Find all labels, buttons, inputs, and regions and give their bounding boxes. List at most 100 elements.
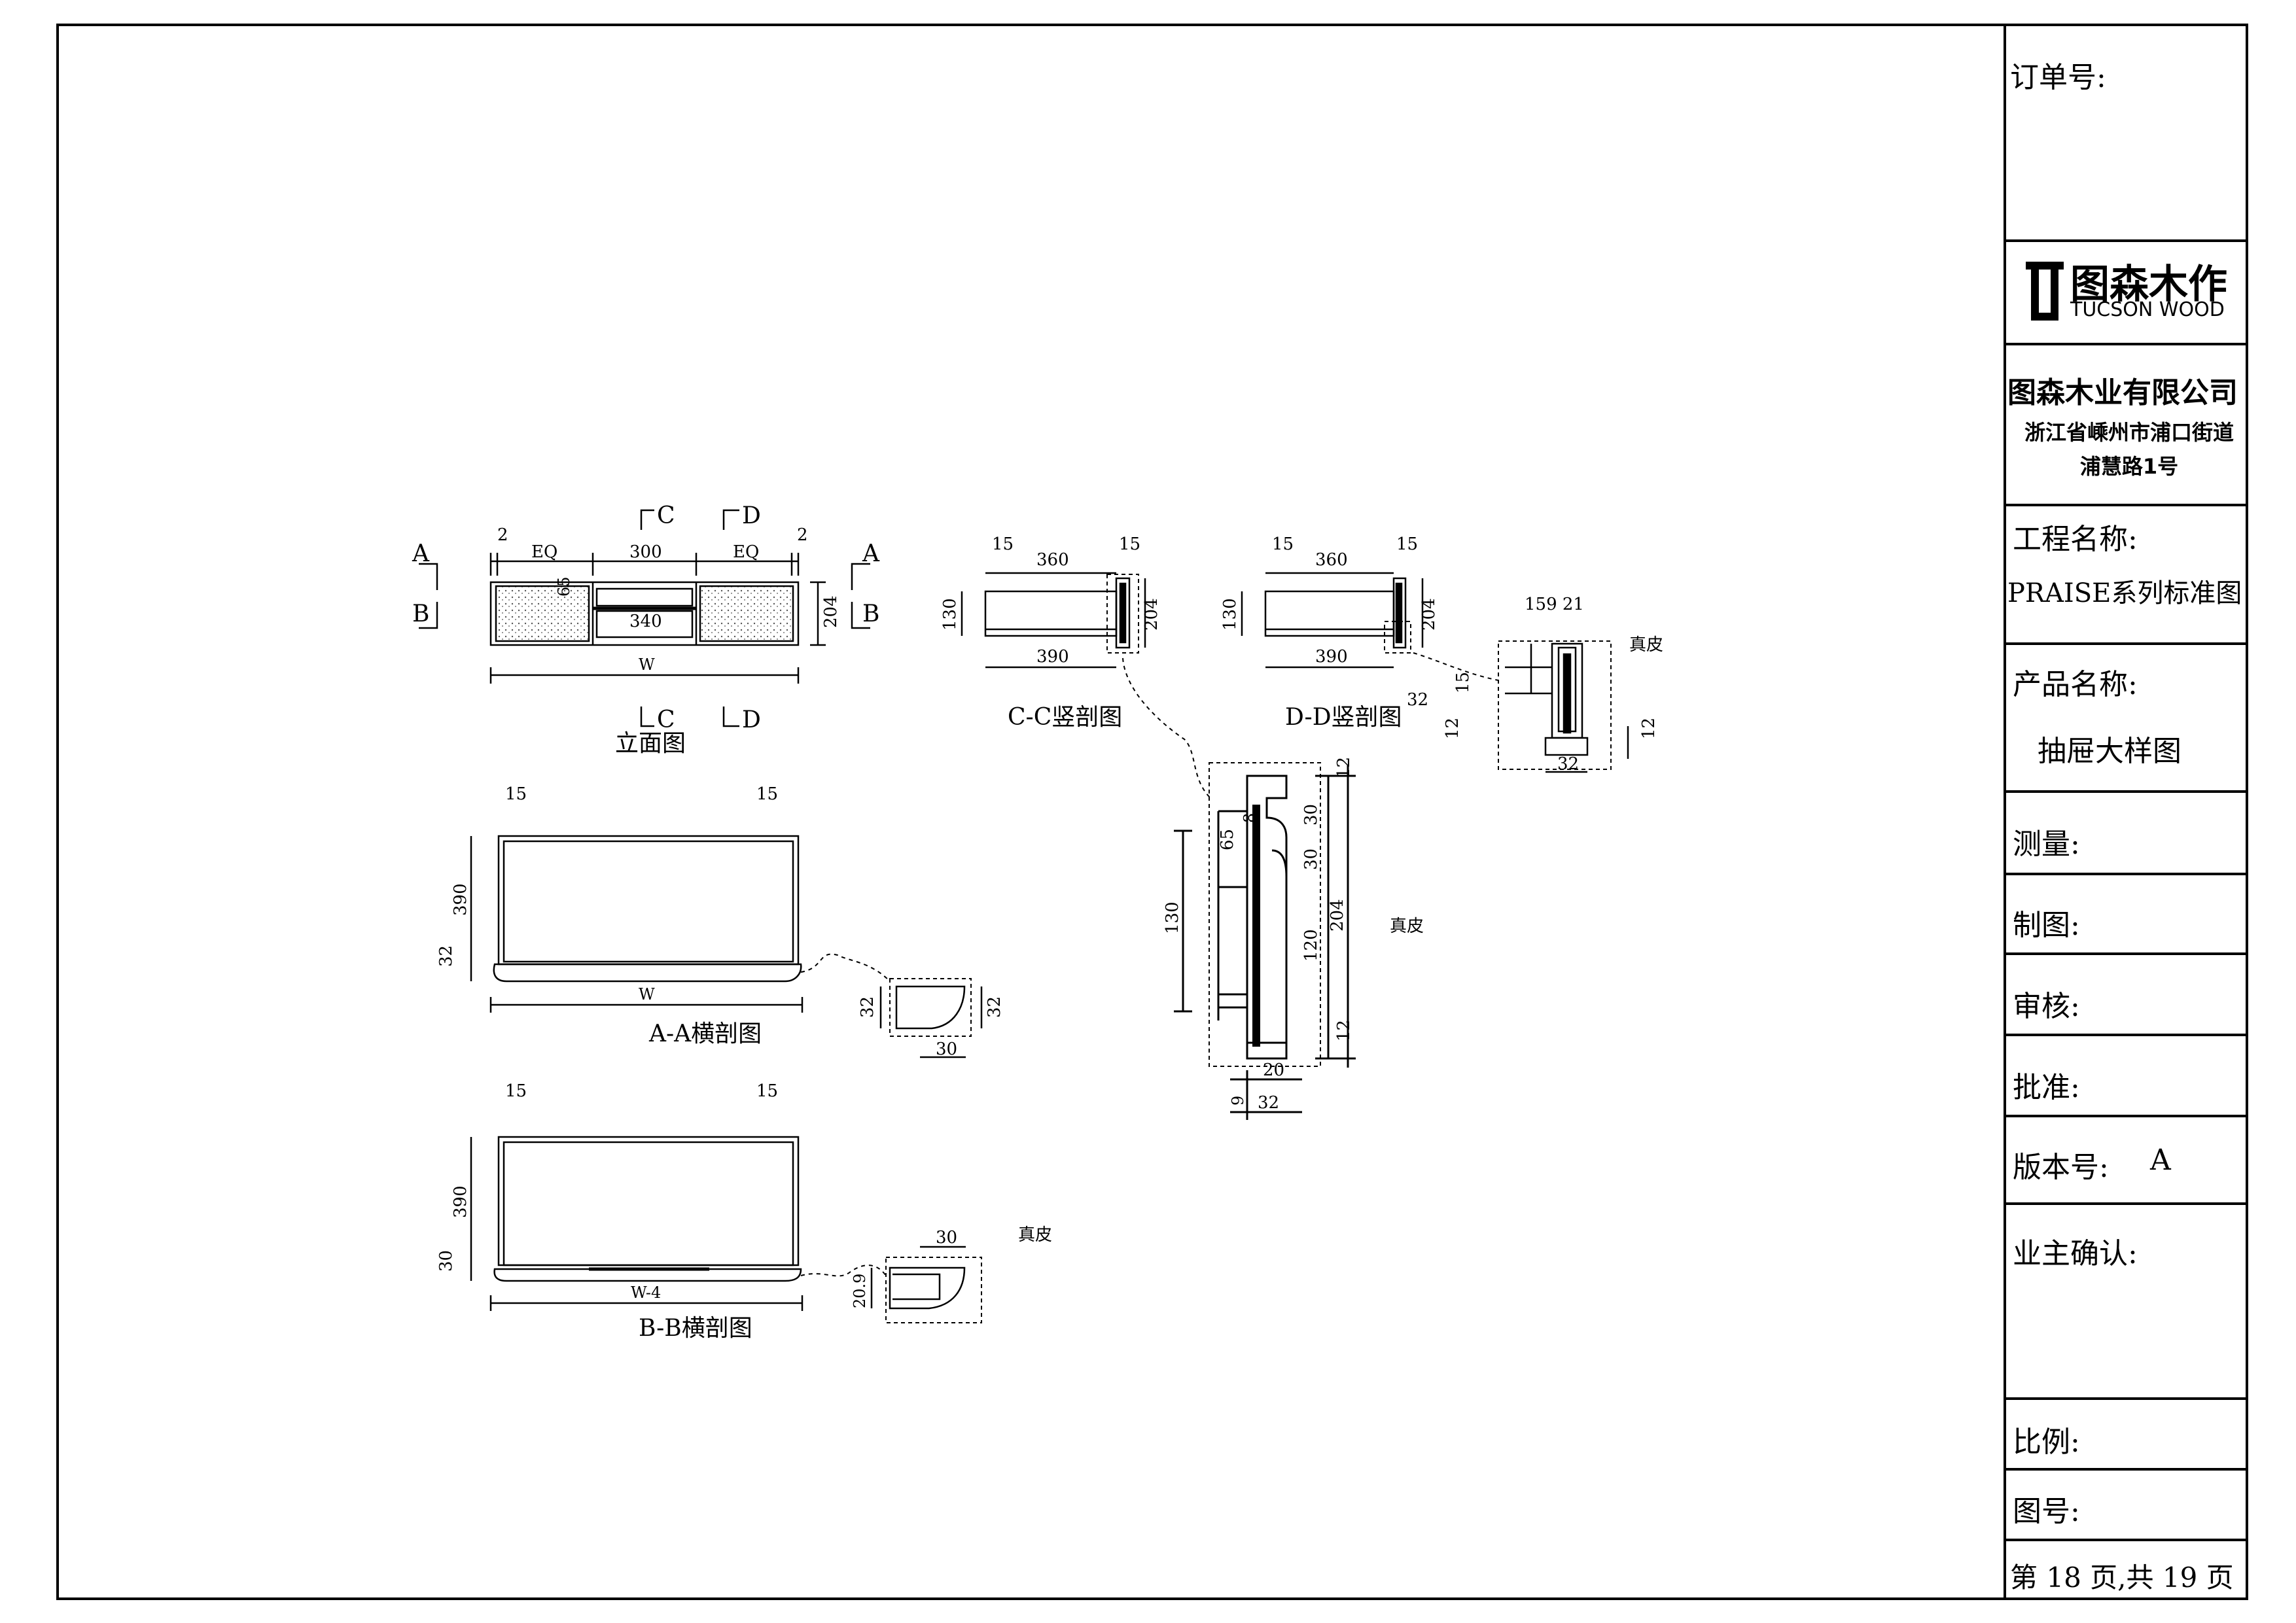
aa-dim-15-right: 15 [756, 784, 778, 804]
elevation-view [419, 509, 870, 727]
version-value: A [2150, 1143, 2171, 1177]
elev-d-bottom: D [742, 707, 761, 733]
elev-dim-2-left: 2 [497, 525, 508, 545]
cc-dim-390: 390 [1036, 647, 1069, 667]
cdd-dim-12-top: 12 [1334, 757, 1354, 778]
cc-dim-15-right: 15 [1119, 534, 1140, 554]
dd-dim-130: 130 [1220, 598, 1240, 631]
bb-detail-dim-30: 30 [936, 1228, 957, 1248]
dd-dim-204: 204 [1419, 598, 1439, 631]
aa-caption: A-A横剖图 [648, 1021, 762, 1047]
elev-d-top: D [742, 502, 761, 529]
section-aa-view [470, 835, 983, 1058]
cc-dim-130: 130 [940, 598, 960, 631]
cdd-dim-204: 204 [1328, 899, 1347, 932]
section-dd-view [1241, 572, 1499, 681]
scale-label: 比例: [2013, 1425, 2080, 1459]
detail-dd-view [1498, 640, 1629, 773]
cc-dim-360: 360 [1036, 550, 1069, 570]
company-address-2: 浦慧路1号 [2079, 454, 2179, 479]
cdd-leather: 真皮 [1390, 916, 1424, 936]
elev-dim-eq-right: EQ [733, 542, 759, 562]
detail-cc-view [1174, 762, 1356, 1120]
bb-dim-30: 30 [436, 1250, 456, 1272]
product-value: 抽屉大样图 [2038, 735, 2181, 768]
company-name: 图森木业有限公司 [2007, 376, 2238, 410]
project-label: 工程名称: [2013, 523, 2138, 556]
bb-detail-dim-209: 20.9 [851, 1274, 869, 1308]
dd-dim-390: 390 [1315, 647, 1348, 667]
dd-dim-360: 360 [1315, 550, 1348, 570]
version-label: 版本号: [2013, 1151, 2109, 1184]
aa-detail-dim-32-right: 32 [985, 996, 1004, 1018]
title-block: 订单号: 图森木作 TUCSON WOOD 图森木业有限公司 浙江省嵊州市浦口街… [2005, 25, 2247, 1599]
elev-dim-300: 300 [629, 542, 662, 562]
aa-dim-390: 390 [451, 883, 470, 916]
cdd-dim-65: 65 [1218, 829, 1237, 850]
section-cc-view [961, 572, 1211, 799]
ddd-dim-12: 12 [1639, 718, 1659, 739]
elev-a-right: A [862, 540, 880, 567]
cdd-dim-8: 8 [1241, 813, 1259, 823]
cdd-dim-130: 130 [1163, 901, 1182, 934]
ddd-dim-top: 159 21 [1525, 595, 1584, 614]
bb-dim-15-right: 15 [756, 1081, 778, 1101]
drawn-label: 制图: [2013, 909, 2080, 942]
product-label: 产品名称: [2013, 668, 2138, 701]
elev-dim-w: W [639, 655, 655, 674]
section-bb-view [470, 1136, 982, 1323]
cdd-dim-30-a: 30 [1301, 804, 1321, 826]
cdd-dim-30-b: 30 [1301, 848, 1321, 870]
aa-dim-w: W [639, 985, 655, 1003]
elev-dim-204: 204 [821, 595, 841, 628]
bb-dim-390: 390 [451, 1185, 470, 1218]
ddd-dim-32: 32 [1557, 754, 1579, 774]
aa-dim-15-left: 15 [505, 784, 527, 804]
ddd-dim-15: 15 [1453, 672, 1473, 693]
elevation-caption: 立面图 [615, 730, 686, 757]
bb-caption: B-B横剖图 [639, 1315, 752, 1342]
title-block-grid [2005, 239, 2247, 1541]
order-number-label: 订单号: [2010, 61, 2106, 94]
dd-caption: D-D竖剖图 [1285, 704, 1402, 731]
dd-dim-32: 32 [1407, 690, 1428, 710]
cdd-dim-20: 20 [1263, 1060, 1284, 1080]
bb-dim-w4: W-4 [631, 1283, 661, 1302]
cc-caption: C-C竖剖图 [1008, 704, 1122, 731]
aa-dim-32: 32 [436, 945, 456, 967]
logo-en: TUCSON WOOD [2070, 298, 2225, 321]
elev-a-left: A [412, 540, 430, 567]
elev-dim-2-right: 2 [797, 525, 808, 545]
elev-dim-65: 65 [555, 576, 573, 597]
elev-dim-eq-left: EQ [531, 542, 557, 562]
logo-cn: 图森木作 [2070, 262, 2227, 307]
elev-c-top: C [657, 502, 675, 529]
elev-b-left: B [412, 601, 429, 627]
aa-detail-dim-30: 30 [936, 1039, 957, 1059]
ddd-leather: 真皮 [1629, 635, 1663, 655]
cdd-dim-32: 32 [1258, 1093, 1279, 1113]
drawing-number-label: 图号: [2013, 1495, 2080, 1528]
dd-dim-12: 12 [1443, 718, 1462, 739]
cdd-dim-12-bottom: 12 [1334, 1020, 1354, 1041]
measure-label: 测量: [2013, 828, 2080, 861]
dd-dim-15-left: 15 [1272, 534, 1294, 554]
bb-detail-leather: 真皮 [1018, 1225, 1052, 1245]
elev-dim-340: 340 [629, 612, 662, 631]
sheet-border [56, 24, 2248, 1600]
bb-dim-15-left: 15 [505, 1081, 527, 1101]
cc-dim-204: 204 [1142, 598, 1161, 631]
approve-label: 批准: [2013, 1071, 2080, 1104]
page-indicator: 第 18 页,共 19 页 [2010, 1562, 2234, 1594]
owner-confirm-label: 业主确认: [2013, 1237, 2138, 1270]
dd-dim-15-right: 15 [1396, 534, 1418, 554]
cc-dim-15-left: 15 [992, 534, 1014, 554]
aa-detail-dim-32-left: 32 [858, 996, 877, 1018]
elevation-outline [489, 581, 800, 646]
company-address-1: 浙江省嵊州市浦口街道 [2024, 420, 2234, 445]
project-value: PRAISE系列标准图 [2007, 578, 2242, 608]
tucson-logo-mark-icon [2026, 262, 2064, 321]
cdd-dim-120: 120 [1301, 929, 1321, 962]
cdd-dim-9: 9 [1229, 1096, 1247, 1106]
